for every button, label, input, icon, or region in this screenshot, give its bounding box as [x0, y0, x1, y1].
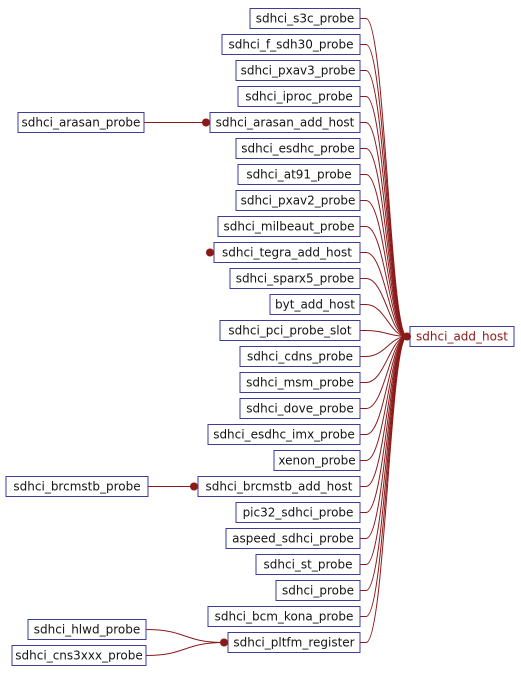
caller-node-label: sdhci_msm_probe: [246, 376, 354, 390]
caller-node-box[interactable]: [225, 528, 361, 549]
call-edge: [360, 336, 408, 617]
caller-node-label: sdhci_milbeaut_probe: [223, 220, 354, 234]
call-edge: [360, 200, 408, 337]
caller-node-label: sdhci_st_probe: [264, 558, 353, 572]
caller-node-label: byt_add_host: [275, 298, 355, 312]
call-edge: [360, 336, 408, 643]
call-edge: [360, 226, 408, 337]
caller-node-box[interactable]: [273, 450, 361, 471]
caller-arrow-dot: [202, 118, 210, 127]
caller-node-box[interactable]: [235, 190, 361, 211]
caller-node-label: sdhci_iproc_probe: [245, 90, 353, 104]
call-edge: [360, 278, 408, 337]
target-arrow-dot: [403, 332, 411, 341]
caller-node-box[interactable]: [237, 164, 361, 185]
caller-node-label: sdhci_at91_probe: [246, 168, 351, 182]
caller-node-box[interactable]: [235, 60, 361, 81]
caller-node-label: sdhci_esdhc_probe: [241, 142, 355, 156]
caller-node-box[interactable]: [249, 8, 361, 29]
caller-node-box[interactable]: [235, 138, 361, 159]
caller-node-label: sdhci_arasan_add_host: [216, 116, 355, 130]
caller-node-box[interactable]: [255, 554, 361, 575]
caller-node-box[interactable]: [239, 346, 361, 367]
call-edge: [360, 336, 408, 357]
second-level-node-box[interactable]: [17, 112, 145, 133]
second-level-node-box[interactable]: [11, 645, 147, 666]
call-edge: [360, 336, 408, 487]
function-nodes: sdhci_s3c_probe sdhci_f_sdh30_probe sdhci_…: [5, 8, 515, 666]
caller-arrow-dot: [206, 248, 214, 257]
call-edge: [360, 304, 408, 337]
caller-node-label: sdhci_dove_probe: [246, 402, 353, 416]
caller-node-label: sdhci_pltfm_register: [233, 636, 354, 650]
call-edge: [360, 44, 408, 337]
caller-arrow-dot: [220, 638, 228, 647]
second-level-node-label: sdhci_arasan_probe: [22, 116, 141, 130]
caller-node-box[interactable]: [229, 268, 361, 289]
caller-node-box[interactable]: [239, 372, 361, 393]
call-edge: [360, 330, 408, 337]
caller-node-box[interactable]: [237, 86, 361, 107]
caller-node-label: xenon_probe: [278, 454, 355, 468]
caller-node-label: aspeed_sdhci_probe: [232, 532, 354, 546]
second-level-edge: [145, 629, 225, 643]
target-node-label: sdhci_add_host: [416, 330, 508, 344]
caller-node-label: sdhci_pxav3_probe: [241, 64, 356, 78]
caller-node-label: sdhci_s3c_probe: [256, 12, 355, 26]
caller-node-box[interactable]: [217, 216, 361, 237]
second-level-node-label: sdhci_cns3xxx_probe: [15, 649, 142, 663]
second-level-edge: [145, 642, 225, 656]
second-level-node-label: sdhci_brcmstb_probe: [13, 480, 140, 494]
caller-node-box[interactable]: [221, 34, 361, 55]
second-level-node-box[interactable]: [27, 619, 147, 640]
caller-node-label: sdhci_pci_probe_slot: [228, 324, 352, 338]
caller-node-box[interactable]: [239, 398, 361, 419]
caller-node-label: sdhci_f_sdh30_probe: [228, 38, 353, 52]
second-level-node-box[interactable]: [5, 476, 149, 497]
call-edge: [360, 70, 408, 337]
call-edges: [144, 18, 408, 656]
caller-node-label: pic32_sdhci_probe: [243, 506, 354, 520]
call-edge: [360, 336, 408, 383]
caller-node-label: sdhci_tegra_add_host: [222, 246, 352, 260]
caller-node-box[interactable]: [207, 424, 361, 445]
caller-node-box[interactable]: [207, 606, 361, 627]
call-edge: [360, 252, 408, 337]
caller-arrow-dot: [190, 482, 198, 491]
caller-node-label: sdhci_esdhc_imx_probe: [213, 428, 355, 442]
second-level-node-label: sdhci_hlwd_probe: [34, 623, 140, 637]
caller-node-box[interactable]: [219, 320, 361, 341]
caller-node-box[interactable]: [235, 502, 361, 523]
caller-node-box[interactable]: [269, 294, 361, 315]
caller-node-label: sdhci_probe: [282, 584, 354, 598]
call-edge: [360, 336, 408, 591]
caller-node-label: sdhci_bcm_kona_probe: [215, 610, 354, 624]
caller-node-label: sdhci_brcmstb_add_host: [205, 480, 352, 494]
caller-node-label: sdhci_sparx5_probe: [236, 272, 355, 286]
caller-node-label: sdhci_cdns_probe: [247, 350, 353, 364]
caller-node-label: sdhci_pxav2_probe: [241, 194, 356, 208]
caller-node-box[interactable]: [275, 580, 361, 601]
